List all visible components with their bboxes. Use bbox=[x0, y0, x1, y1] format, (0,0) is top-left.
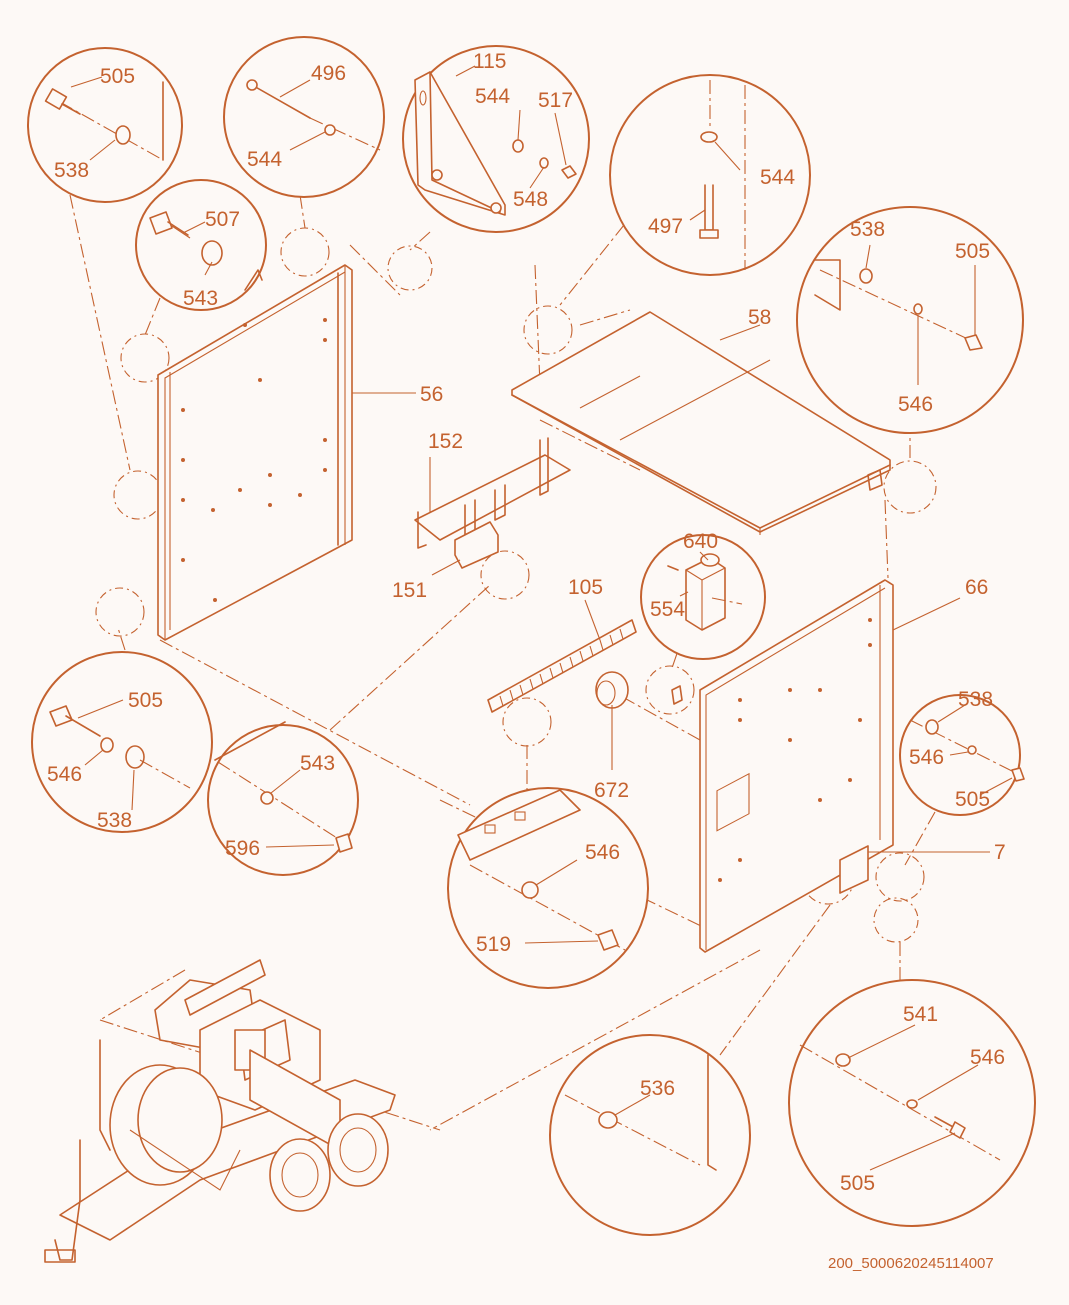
detail-circle-8 bbox=[207, 721, 359, 876]
detail-circle-3 bbox=[223, 36, 385, 198]
detail-circle-13 bbox=[640, 534, 766, 660]
detail-circle-10 bbox=[899, 694, 1025, 816]
callout-538: 538 bbox=[54, 159, 89, 182]
right-side-panel bbox=[699, 579, 894, 953]
detail-circle-6 bbox=[796, 206, 1024, 434]
detail-circle-1 bbox=[27, 47, 183, 203]
callout-538: 538 bbox=[958, 688, 993, 711]
callout-7: 7 bbox=[994, 841, 1006, 864]
detail-circle-5 bbox=[609, 74, 811, 276]
callout-505: 505 bbox=[128, 689, 163, 712]
callout-546: 546 bbox=[909, 746, 944, 769]
detail-circle-9 bbox=[447, 787, 649, 989]
callout-152: 152 bbox=[428, 430, 463, 453]
callout-640: 640 bbox=[683, 530, 718, 553]
mounting-bracket bbox=[414, 437, 571, 569]
callout-596: 596 bbox=[225, 837, 260, 860]
callout-548: 548 bbox=[513, 188, 548, 211]
leader-lines bbox=[70, 65, 1013, 1171]
detail-circle-7 bbox=[31, 651, 213, 833]
detail-circle-11 bbox=[788, 979, 1036, 1227]
callout-517: 517 bbox=[538, 89, 573, 112]
callout-497: 497 bbox=[648, 215, 683, 238]
detail-circle-2 bbox=[135, 179, 267, 311]
callout-544: 544 bbox=[247, 148, 282, 171]
roof-panel bbox=[511, 311, 891, 535]
callout-505: 505 bbox=[840, 1172, 875, 1195]
callout-544: 544 bbox=[475, 85, 510, 108]
callout-546: 546 bbox=[585, 841, 620, 864]
callout-labels: 56 58 66 7 105 152 151 640 554 672 505 5… bbox=[47, 50, 1006, 1195]
detail-circle-12 bbox=[549, 1034, 751, 1236]
callout-546: 546 bbox=[47, 763, 82, 786]
knob-part bbox=[595, 671, 629, 709]
callout-505: 505 bbox=[100, 65, 135, 88]
callout-538: 538 bbox=[97, 809, 132, 832]
callout-105: 105 bbox=[568, 576, 603, 599]
trailer-machine bbox=[44, 959, 396, 1263]
callout-544: 544 bbox=[760, 166, 795, 189]
callout-66: 66 bbox=[965, 576, 988, 599]
callout-505: 505 bbox=[955, 240, 990, 263]
detail-circle-4 bbox=[402, 45, 590, 233]
callout-507: 507 bbox=[205, 208, 240, 231]
callout-151: 151 bbox=[392, 579, 427, 602]
callout-115: 115 bbox=[473, 50, 506, 73]
callout-543: 543 bbox=[300, 752, 335, 775]
right-panel-holes bbox=[718, 618, 872, 882]
callout-546: 546 bbox=[898, 393, 933, 416]
slotted-rail bbox=[487, 619, 637, 713]
callout-56: 56 bbox=[420, 383, 443, 406]
callout-541: 541 bbox=[903, 1003, 938, 1026]
callout-546: 546 bbox=[970, 1046, 1005, 1069]
callout-496: 496 bbox=[311, 62, 346, 85]
callout-519: 519 bbox=[476, 933, 511, 956]
callout-58: 58 bbox=[748, 306, 771, 329]
left-panel-holes bbox=[181, 318, 327, 602]
callout-505: 505 bbox=[955, 788, 990, 811]
callout-543: 543 bbox=[183, 287, 218, 310]
left-side-panel bbox=[157, 264, 353, 641]
callout-554: 554 bbox=[650, 598, 685, 621]
callout-672: 672 bbox=[594, 779, 629, 802]
document-id: 200_5000620245114007 bbox=[828, 1255, 994, 1272]
callout-538: 538 bbox=[850, 218, 885, 241]
callout-536: 536 bbox=[640, 1077, 675, 1100]
